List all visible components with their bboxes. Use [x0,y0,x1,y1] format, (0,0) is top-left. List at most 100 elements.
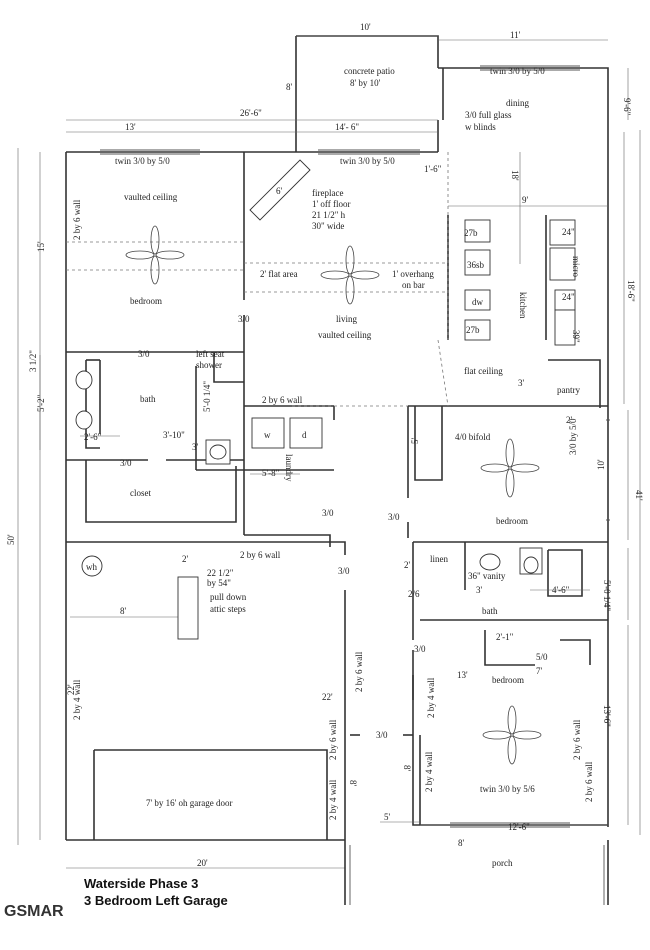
dim-laundry: 5'-8" [262,468,280,478]
room-bedroom-2: bedroom [496,516,528,526]
label-cabinet-39: 39" [571,330,581,343]
dim-bedroom2-depth: 10' [596,459,606,470]
label-wall-2x6-e: 2 by 6 wall [572,719,582,760]
label-door-garage: 3/0 [338,566,350,576]
label-fireplace-1: fireplace [312,188,343,198]
room-patio-size: 8' by 10' [350,78,381,88]
label-twin-window-dining: twin 3/0 by 5/0 [490,66,545,76]
dim-bedroom3-depth: 13'-6" [602,705,612,727]
label-wall-2x4-c: 2 by 4 wall [328,779,338,820]
label-twin-window-bedroom: twin 3/0 by 5/0 [115,156,170,166]
dim-attic-distance: 8' [120,606,127,616]
label-flat-area: 2' flat area [260,269,298,279]
title-line-1: Waterside Phase 3 [84,876,198,891]
logo-text: GSMAR [4,903,64,920]
kitchen-fixtures [464,219,576,346]
label-full-glass-2: w blinds [465,122,496,132]
room-labels: concrete patio 8' by 10' dining bedroom … [130,66,580,868]
label-door-linen: 2/6 [408,589,420,599]
label-attic-2: attic steps [210,604,246,614]
dim-patio-depth: 8' [286,82,293,92]
label-cabinet-27b-a: 27b [464,228,478,238]
bath-fixtures [75,370,543,575]
label-dryer: d [302,430,307,440]
dim-bath2-depth: 5'-0 1/4" [602,580,612,611]
dim-garage-width: 20' [197,858,208,868]
ceiling-fans [125,225,542,765]
label-attic-size-2: by 54" [207,578,231,588]
label-wall-2x4-b: 2 by 4 wall [426,677,436,718]
dim-overall-left: 50' [6,534,16,545]
dim-living-width: 14'- 6" [335,122,359,132]
room-pantry: pantry [557,385,580,395]
room-dining: dining [506,98,530,108]
label-vaulted-ceiling-1: vaulted ceiling [124,192,178,202]
annotation-labels: twin 3/0 by 5/0 3/0 full glass w blinds … [72,66,594,820]
ceiling-fan-icon [125,225,185,285]
label-sink-36sb: 36sb [467,260,485,270]
label-wall-2x4-d: 2 by 4 wall [424,751,434,792]
room-bedroom-1: bedroom [130,296,162,306]
room-bedroom-3: bedroom [492,675,524,685]
dim-pantry-wall: 2' [566,415,573,425]
ceiling-fan-icon [320,245,380,305]
room-bath-2: bath [482,606,498,616]
dim-kitchen-width: 9' [522,195,529,205]
label-overhang-1: 1' overhang [392,269,434,279]
dim-toilet: 3' [192,442,199,452]
label-fireplace-4: 30" wide [312,221,344,231]
fireplace-shape [249,159,311,221]
porch-outline [344,840,609,905]
dim-porch-depth: 8' [458,838,465,848]
dim-bifold: 5' [410,438,420,445]
windows [100,65,610,828]
room-laundry: laundry [284,454,294,482]
room-concrete-patio: concrete patio [344,66,395,76]
dim-patio-width: 10' [360,22,371,32]
label-wall-2x6-a: 2 by 6 wall [72,199,82,240]
label-wall-2x6-c: 2 by 6 wall [240,550,281,560]
label-door-bedroom-2: 3/0 [388,512,400,522]
dim-bedroom3-width2: 12'-6" [508,822,530,832]
laundry-fixtures [251,417,323,449]
title-line-2: 3 Bedroom Left Garage [84,893,228,908]
label-water-heater: wh [86,562,97,572]
dim-bedroom-width: 13' [125,122,136,132]
dim-overall-right: 41' [634,490,644,501]
dimension-labels: 10' 11' 8' 26'-6" 13' 14'- 6" 1'-6" 9'-6… [6,22,644,868]
room-living: living [336,314,358,324]
dim-bedroom3-width: 13' [457,670,468,680]
dim-linen-wall: 2' [404,560,411,570]
dim-garage-left: 22' [66,684,76,695]
ceiling-fan-icon [482,705,542,765]
dim-hall-8b: 8' [402,765,412,772]
label-flat-ceiling: flat ceiling [464,366,503,376]
label-door-laundry: 3/0 [322,508,334,518]
dim-bath-depth: 5'-2" [36,394,46,412]
dim-tub: 4'-6" [552,585,570,595]
dim-shower: 5'-0 1/4" [202,381,212,412]
dim-kitchen-depth: 18'-6" [626,280,636,302]
label-garage-door: 7' by 16' oh garage door [146,798,232,808]
room-kitchen: kitchen [518,292,528,319]
label-wall-2x6-b: 2 by 6 wall [262,395,303,405]
label-wall-2x6-g: 2 by 6 wall [584,761,594,802]
label-door-bath-1: 3/0 [138,349,150,359]
label-fireplace-3: 21 1/2" h [312,210,346,220]
label-cabinet-24-b: 24" [562,292,575,302]
label-fireplace-2: 1' off floor [312,199,350,209]
label-cabinet-24-a: 24" [562,227,575,237]
label-vaulted-ceiling-2: vaulted ceiling [318,330,372,340]
dim-closet2: 2'-1" [496,632,514,642]
water-heater-shape [81,555,103,577]
label-door-bath-2: 3/0 [414,644,426,654]
dim-bedroom-depth: 15' [36,241,46,252]
label-fireplace-size: 6' [276,186,283,196]
dim-attic-offset: 2' [182,554,189,564]
dim-garage-right: 22' [322,692,333,702]
walls [65,35,609,841]
label-wall-2x6-f: 2 by 6 wall [328,719,338,760]
label-attic-1: pull down [210,592,247,602]
dim-hall-8: 8' [348,780,358,787]
